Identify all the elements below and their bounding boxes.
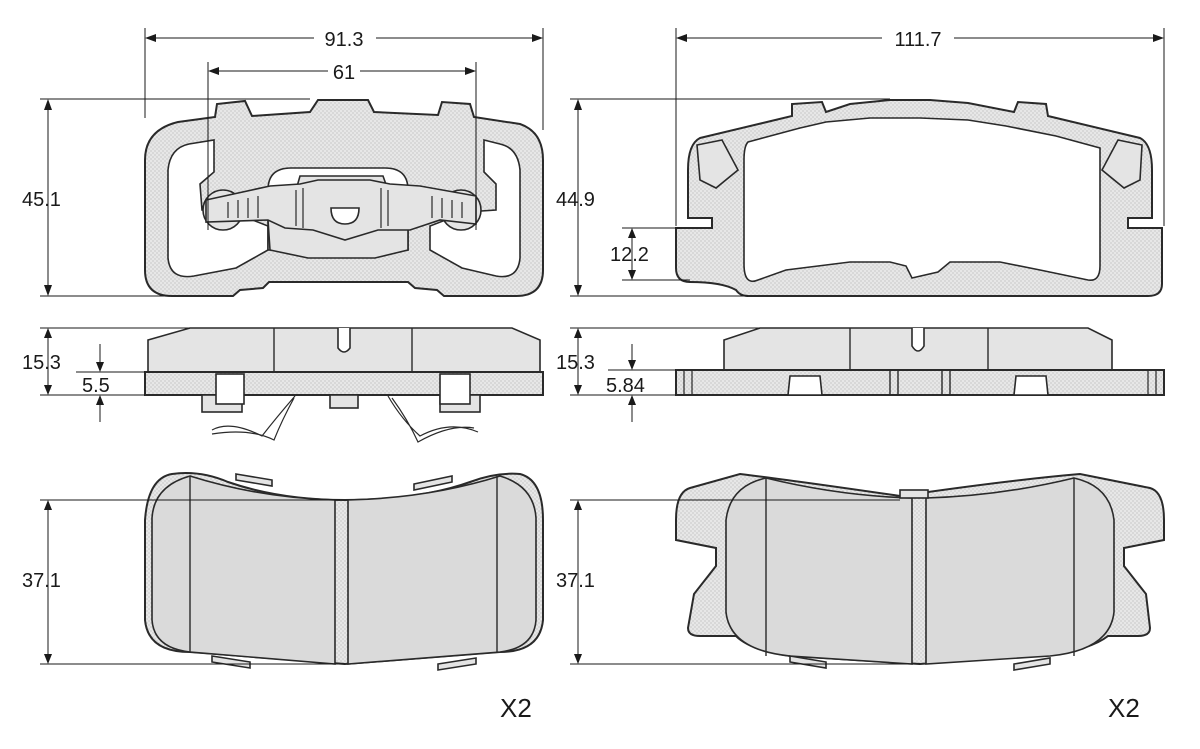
right-corner-tab-a [696, 139, 740, 189]
right-pad-friction-view [675, 472, 1165, 671]
left-pad-friction-view [144, 472, 544, 671]
left-clip-tab [330, 207, 360, 225]
quantity-label-right: X2 [1108, 693, 1140, 723]
label-right-plate-thickness: 5.84 [606, 375, 645, 397]
label-left-overall-width: 91.3 [325, 29, 364, 51]
right-corner-tab-b [1100, 139, 1143, 189]
quantity-label-left: X2 [500, 693, 532, 723]
label-right-ear-height: 12.2 [610, 244, 649, 266]
left-pad-back-view [144, 99, 544, 297]
label-left-hole-spacing: 61 [333, 62, 355, 84]
right-pad-side-view [675, 327, 1165, 396]
label-right-height: 44.9 [556, 189, 595, 211]
label-left-friction-height: 37.1 [22, 570, 61, 592]
label-left-height: 45.1 [22, 189, 61, 211]
right-pad-back-view [675, 99, 1163, 297]
dimension-lines [40, 28, 1165, 665]
label-right-overall-width: 111.7 [894, 29, 941, 51]
label-right-friction-height: 37.1 [556, 570, 595, 592]
label-left-plate-thickness: 5.5 [82, 375, 110, 397]
label-right-total-thickness: 15.3 [556, 352, 595, 374]
left-pad-side-view [144, 327, 544, 443]
label-left-total-thickness: 15.3 [22, 352, 61, 374]
